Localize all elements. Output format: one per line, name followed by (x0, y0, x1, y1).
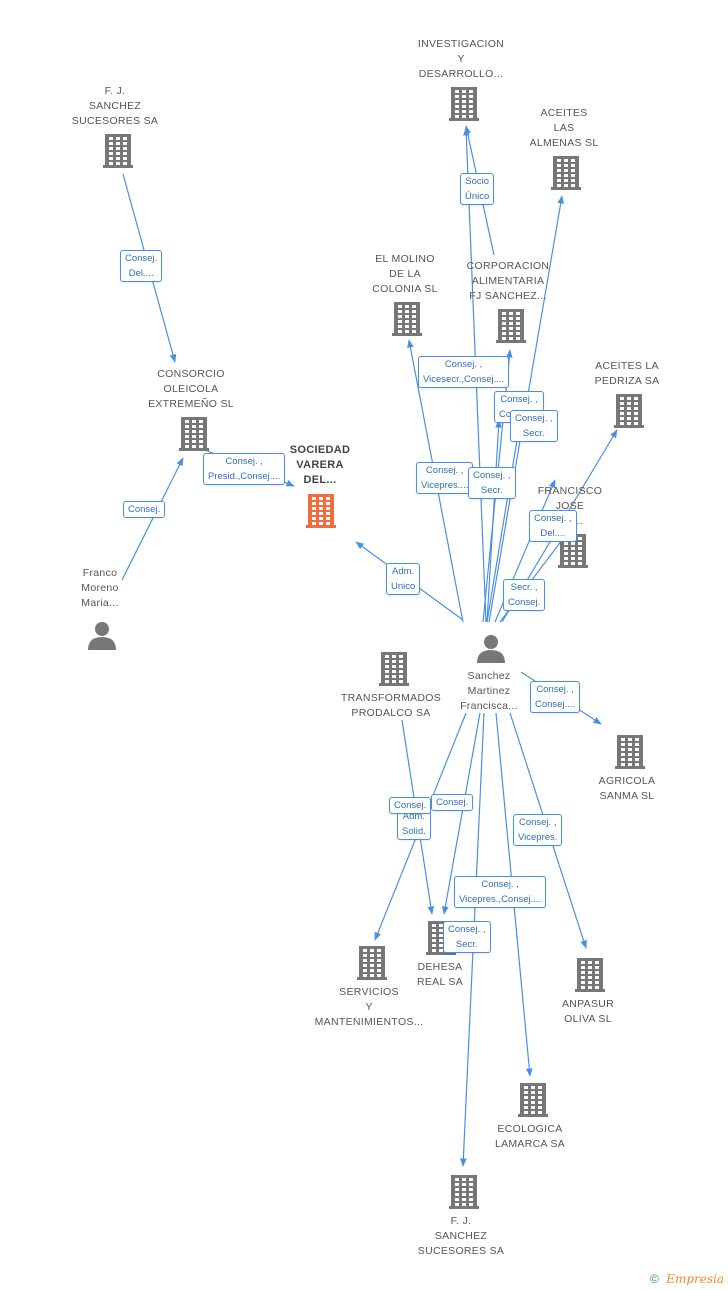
company-node-label[interactable]: ECOLOGICA LAMARCA SA (494, 1123, 566, 1150)
building-icon[interactable] (392, 302, 422, 336)
edge-line-e13 (486, 419, 502, 623)
company-node-label[interactable]: ANPASUR OLIVA SL (561, 998, 615, 1025)
relationship-label[interactable]: Secr. , Consej. (503, 579, 546, 611)
person-node-label[interactable]: Franco Moreno Maria... (81, 567, 119, 609)
footer: © Empresia (650, 1272, 724, 1286)
company-node-label[interactable]: SOCIEDAD VARERA DEL... (289, 444, 351, 486)
building-icon[interactable] (518, 1083, 548, 1117)
relationship-label[interactable]: Socio Único (460, 173, 495, 205)
person-icon[interactable] (477, 635, 505, 663)
relationship-label[interactable]: Consej. , Vicepres. (513, 814, 563, 846)
edge-line-e2 (121, 457, 184, 581)
building-icon[interactable] (575, 958, 605, 992)
relationship-label[interactable]: Consej. , Secr. (468, 467, 516, 499)
relationship-label[interactable]: Consej. (123, 501, 166, 518)
edge-line-e14 (486, 409, 525, 623)
company-node-label[interactable]: DEHESA REAL SA (416, 961, 464, 988)
relationship-label[interactable]: Adm. Unico (386, 563, 421, 595)
building-icon[interactable] (179, 417, 209, 451)
relationship-label[interactable]: Consej. , Vicesecr.,Consej.... (418, 356, 510, 388)
building-icon[interactable] (449, 87, 479, 121)
company-node-label[interactable]: TRANSFORMADOS PRODALCO SA (340, 692, 442, 719)
company-node-label[interactable]: SERVICIOS Y MANTENIMIENTOS... (314, 986, 424, 1028)
company-node-label[interactable]: ACEITES LAS ALMENAS SL (529, 107, 599, 149)
company-node-label[interactable]: F. J. SANCHEZ SUCESORES SA (417, 1215, 505, 1257)
building-icon[interactable] (615, 735, 645, 769)
company-node-label[interactable]: F. J. SANCHEZ SUCESORES SA (71, 85, 159, 127)
company-node-label[interactable]: AGRICOLA SANMA SL (598, 775, 656, 802)
copyright-icon: © (650, 1272, 659, 1286)
building-icon[interactable] (306, 494, 336, 528)
building-icon[interactable] (379, 652, 409, 686)
relationship-label[interactable]: Consej. , Del.... (529, 510, 577, 542)
relationship-label[interactable]: Consej. Del.... (120, 250, 163, 282)
relationship-label[interactable]: Consej. , Presid.,Consej.... (203, 453, 286, 485)
brand-logo[interactable]: Empresia (666, 1272, 724, 1286)
person-icon[interactable] (88, 622, 116, 650)
building-icon[interactable] (551, 156, 581, 190)
building-icon[interactable] (496, 309, 526, 343)
building-icon[interactable] (614, 394, 644, 428)
company-node-label[interactable]: CONSORCIO OLEICOLA EXTREMEÑO SL (148, 368, 234, 410)
relationship-label[interactable]: Consej. , Consej.... (530, 681, 581, 713)
building-icon[interactable] (357, 946, 387, 980)
person-node-label[interactable]: Sanchez Martinez Francisca... (460, 670, 518, 712)
company-node-label[interactable]: INVESTIGACION Y DESARROLLO... (417, 38, 505, 80)
relationship-label[interactable]: Consej. , Vicepres.,Consej.... (454, 876, 547, 908)
relationship-label[interactable]: Consej. (389, 797, 432, 814)
relationship-label[interactable]: Consej. , Secr. (443, 921, 491, 953)
relationship-label[interactable]: Consej. , Vicepres.... (416, 462, 474, 494)
company-node-label[interactable]: EL MOLINO DE LA COLONIA SL (372, 253, 438, 295)
company-node-label[interactable]: ACEITES LA PEDRIZA SA (594, 360, 660, 387)
relationship-label[interactable]: Consej. (431, 794, 474, 811)
company-node-label[interactable]: CORPORACION ALIMENTARIA FJ SANCHEZ... (466, 260, 550, 302)
relationship-label[interactable]: Consej. , Secr. (510, 410, 558, 442)
edge-line-e17 (442, 712, 481, 915)
building-icon[interactable] (449, 1175, 479, 1209)
building-icon[interactable] (103, 134, 133, 168)
